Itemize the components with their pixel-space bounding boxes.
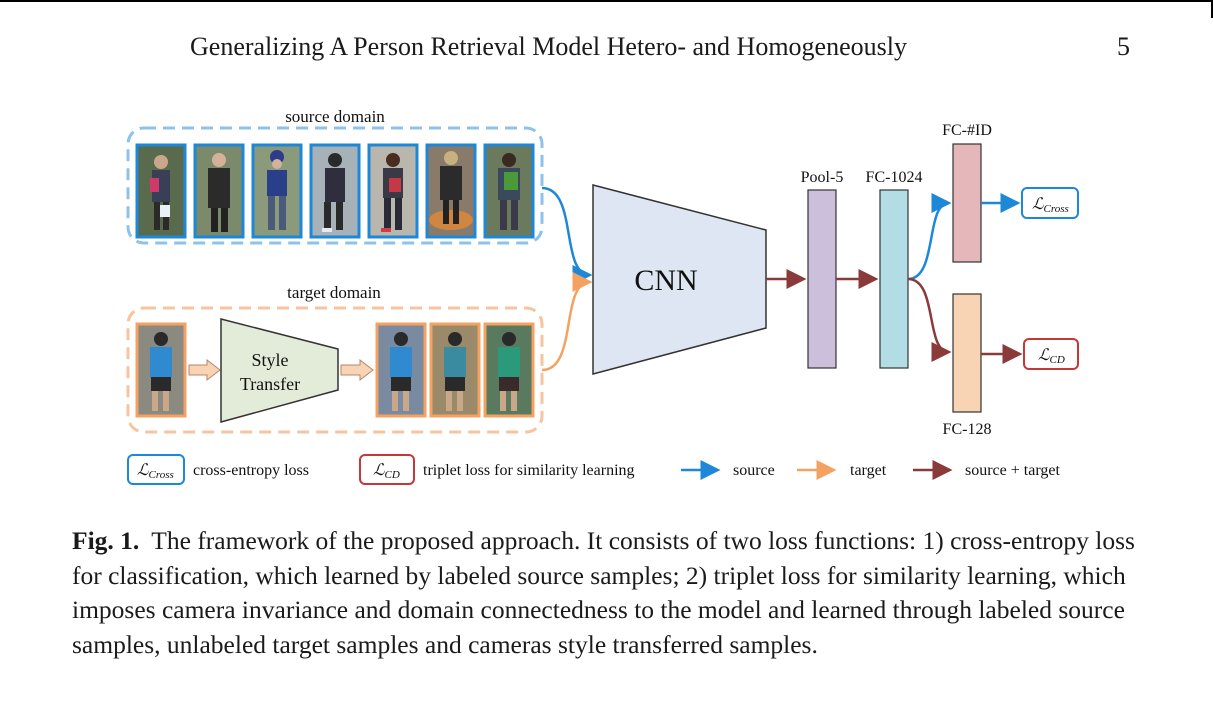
cd-loss-box: ℒCD <box>1023 338 1079 370</box>
svg-text:ℒCD: ℒCD <box>373 462 400 481</box>
top-rule <box>0 0 1213 2</box>
svg-text:ℒCross: ℒCross <box>1032 196 1069 215</box>
target-domain-group: target domain Style Transfer <box>126 283 544 434</box>
legend-cd-item: ℒCD triplet loss for similarity learning <box>359 454 635 485</box>
legend: ℒCross cross-entropy loss ℒCD triplet lo… <box>127 454 1060 485</box>
page-header: Generalizing A Person Retrieval Model He… <box>0 32 1213 66</box>
fcid-label: FC-#ID <box>942 122 992 139</box>
framework-figure: source domain <box>126 107 1079 485</box>
source-image-6 <box>425 143 477 239</box>
cross-loss-subscript: Cross <box>1044 203 1069 215</box>
cnn-block: CNN <box>592 184 767 375</box>
cross-loss-box: ℒCross <box>1021 187 1079 219</box>
fc128-layer: FC-128 <box>943 293 992 438</box>
legend-cross-symbol: ℒ <box>137 462 149 479</box>
caption-text: The framework of the proposed approach. … <box>72 526 1135 659</box>
transferred-image-strip <box>375 322 535 418</box>
legend-cross-item: ℒCross cross-entropy loss <box>127 454 309 485</box>
legend-target-label: target <box>850 462 887 479</box>
arrow-from-style-transfer <box>340 358 374 382</box>
legend-cross-subscript: Cross <box>149 469 174 481</box>
legend-source-target-label: source + target <box>965 462 1060 479</box>
cd-loss-symbol: ℒ <box>1038 347 1050 364</box>
corner-rule <box>1211 0 1213 18</box>
pool5-layer: Pool-5 <box>801 169 844 369</box>
cnn-label: CNN <box>634 264 697 297</box>
source-domain-group: source domain <box>126 107 544 245</box>
legend-target-item: target <box>797 460 887 480</box>
source-image-1 <box>135 143 187 239</box>
source-arrow-to-cnn <box>541 186 593 285</box>
legend-cd-desc: triplet loss for similarity learning <box>423 462 635 479</box>
arrow-to-style-transfer <box>188 358 221 382</box>
target-domain-label: target domain <box>287 283 381 302</box>
source-image-4 <box>309 143 361 239</box>
fc1024-label: FC-1024 <box>866 169 923 186</box>
target-input-image <box>135 322 187 418</box>
legend-cd-symbol: ℒ <box>373 462 385 479</box>
source-domain-label: source domain <box>285 107 385 126</box>
source-image-strip <box>135 143 535 239</box>
transferred-image-1 <box>375 322 427 418</box>
fc128-label: FC-128 <box>943 421 992 438</box>
transferred-image-3 <box>483 322 535 418</box>
legend-source-target-item: source + target <box>913 460 1060 480</box>
fc1024-layer: FC-1024 <box>866 169 923 369</box>
target-arrow-to-cnn <box>541 272 593 372</box>
figure-caption: Fig. 1.The framework of the proposed app… <box>72 524 1152 662</box>
style-transfer-block: Style Transfer <box>220 318 339 423</box>
cd-loss-subscript: CD <box>1050 354 1065 366</box>
source-image-3 <box>251 143 303 239</box>
fcid-layer: FC-#ID <box>942 122 992 263</box>
source-image-5 <box>367 143 419 239</box>
pool5-label: Pool-5 <box>801 169 844 186</box>
source-image-2 <box>193 143 245 239</box>
page-number: 5 <box>1117 32 1130 61</box>
fc1024-to-fc128-arrow <box>907 277 952 362</box>
svg-text:ℒCross: ℒCross <box>137 462 174 481</box>
running-title: Generalizing A Person Retrieval Model He… <box>190 32 907 61</box>
legend-cd-subscript: CD <box>385 469 400 481</box>
source-image-7 <box>483 143 535 239</box>
style-transfer-line2: Transfer <box>240 374 300 394</box>
svg-text:ℒCD: ℒCD <box>1038 347 1065 366</box>
legend-cross-desc: cross-entropy loss <box>193 462 309 479</box>
transferred-image-2 <box>429 322 481 418</box>
style-transfer-line1: Style <box>251 350 288 370</box>
cross-loss-symbol: ℒ <box>1032 196 1044 213</box>
caption-label: Fig. 1. <box>72 526 140 555</box>
legend-source-item: source <box>681 460 775 480</box>
fc1024-to-fcid-arrow <box>907 193 952 281</box>
legend-source-label: source <box>733 462 775 479</box>
